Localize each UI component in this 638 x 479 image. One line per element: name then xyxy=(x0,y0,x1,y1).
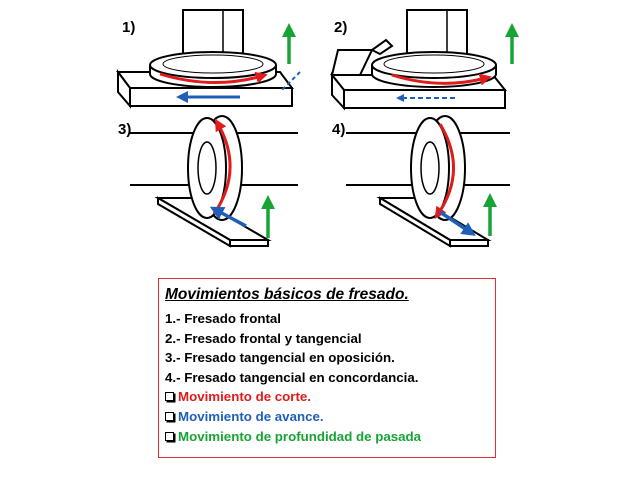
workpiece-front xyxy=(343,89,506,109)
cut-arrow xyxy=(212,118,232,215)
legend-box: Movimientos básicos de fresado. 1.- Fres… xyxy=(158,278,496,458)
panel-1-frontal-milling: 1) xyxy=(116,9,301,109)
legend-item-text: 2.- Fresado frontal y tangencial xyxy=(165,330,362,346)
legend-item: 3.- Fresado tangencial en oposición. xyxy=(165,348,489,368)
legend-item: 2.- Fresado frontal y tangencial xyxy=(165,329,489,349)
legend-item-text: Movimiento de profundidad de pasada xyxy=(178,428,422,444)
legend-item: Movimiento de corte. xyxy=(165,387,489,407)
legend-item-text: 4.- Fresado tangencial en concordancia. xyxy=(165,369,419,385)
legend-item: 4.- Fresado tangencial en concordancia. xyxy=(165,368,489,388)
legend-list: 1.- Fresado frontal 2.- Fresado frontal y… xyxy=(165,309,489,446)
panel-2-face-tangential-milling: 2) xyxy=(329,9,519,111)
checkbox-bullet-icon xyxy=(165,411,174,421)
feed-arrow xyxy=(209,206,247,228)
legend-item: Movimiento de avance. xyxy=(165,407,489,427)
panel-4-number: 4) xyxy=(332,121,345,138)
legend-item-text: 1.- Fresado frontal xyxy=(165,311,281,326)
panel-1-number: 1) xyxy=(122,19,135,36)
cut-arrow xyxy=(159,71,268,85)
feed-arrow-hidden xyxy=(281,71,301,91)
checkbox-bullet-icon xyxy=(165,392,174,402)
legend-item-text: 3.- Fresado tangencial en oposición. xyxy=(165,350,395,366)
step-block xyxy=(330,49,374,76)
legend-item-text: Movimiento de corte. xyxy=(178,389,311,405)
panel-2-number: 2) xyxy=(334,19,347,36)
feed-arrow xyxy=(439,210,476,236)
panel-3-up-milling: 3) xyxy=(118,115,298,248)
legend-item-text: Movimiento de avance. xyxy=(178,408,324,424)
cut-arrow xyxy=(391,73,492,86)
legend-title: Movimientos básicos de fresado. xyxy=(165,286,409,303)
legend-item: 1.- Fresado frontal xyxy=(165,309,489,329)
cut-arrow xyxy=(434,123,455,219)
panel-4-down-milling: 4) xyxy=(332,115,510,248)
checkbox-bullet-icon xyxy=(165,431,174,441)
legend-item: Movimiento de profundidad de pasada xyxy=(165,427,489,447)
panel-3-number: 3) xyxy=(118,121,131,138)
